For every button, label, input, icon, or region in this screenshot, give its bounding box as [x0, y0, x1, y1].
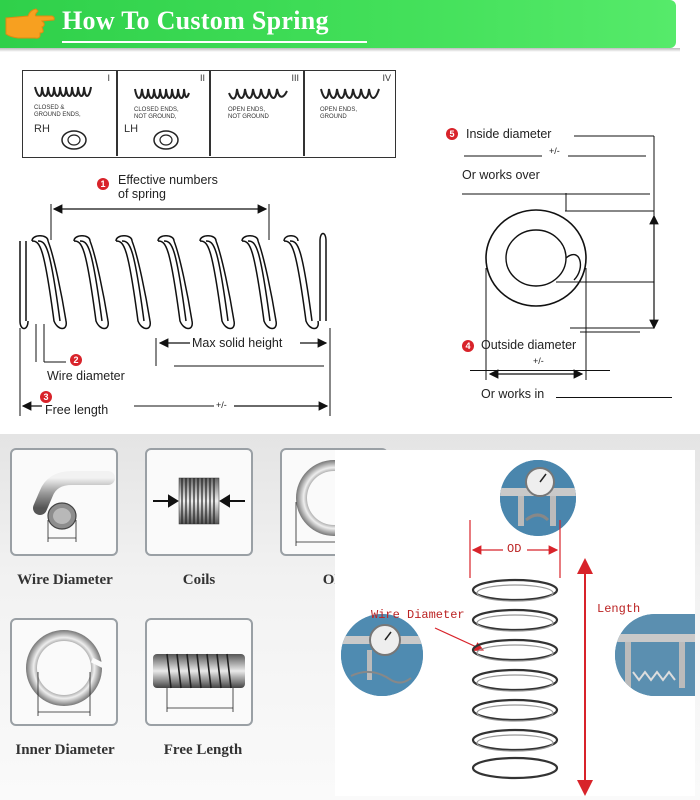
inside-diameter-label: Inside diameter [466, 127, 552, 141]
effective-numbers-label-2: of spring [118, 187, 166, 201]
marker-4: 4 [462, 340, 474, 352]
marker-5: 5 [446, 128, 458, 140]
wire-diameter-panel [10, 448, 118, 556]
ends-caption-line: NOT GROUND, [134, 114, 177, 120]
free-length-tolerance: +/- [216, 400, 227, 410]
inner-diameter-caption: Inner Diameter [15, 742, 115, 758]
free-length-caption: Free Length [163, 742, 243, 758]
title-underline [62, 41, 367, 43]
spec-diagram-area: I CLOSED & GROUND ENDS, RH II CLOSED END… [0, 58, 700, 434]
pointing-hand-icon [5, 8, 55, 39]
caliper-wire-photo [341, 614, 423, 696]
ends-cell-1: I CLOSED & GROUND ENDS, RH [23, 71, 116, 156]
ends-type-table: I CLOSED & GROUND ENDS, RH II CLOSED END… [22, 70, 396, 158]
ends-cell-2: II CLOSED ENDS, NOT GROUND, LH [117, 71, 209, 156]
ends-cell-4: IV OPEN ENDS, GROUND [305, 71, 395, 156]
ends-caption-line: CLOSED ENDS, [134, 107, 179, 113]
end-view-icon [61, 130, 87, 150]
ends-caption-line: CLOSED & [34, 105, 65, 111]
spring-end-view [462, 135, 659, 380]
measure-section: Wire Diameter Coils OD [0, 434, 700, 800]
roman-numeral: II [199, 73, 205, 83]
coils-caption: Coils [182, 572, 216, 588]
outside-diameter-label: Outside diameter [481, 338, 577, 352]
caliper-gauge-icon [615, 614, 695, 696]
effective-numbers-label: Effective numbers [118, 173, 218, 187]
end-view-icon [153, 130, 179, 150]
hand-label: RH [34, 123, 50, 135]
spring-side-view [19, 204, 331, 416]
outside-tolerance: +/- [533, 356, 544, 366]
od-measure-label: OD [505, 542, 524, 556]
inside-tolerance: +/- [549, 146, 560, 156]
inner-ring-icon [26, 630, 106, 716]
works-in-line [556, 397, 672, 398]
or-works-over-label: Or works over [462, 168, 540, 182]
free-length-panel [145, 618, 253, 726]
measure-photo-area: OD Wire Diameter Length [335, 450, 695, 796]
open-ground-coil-icon [320, 88, 380, 99]
max-solid-height-label: Max solid height [192, 336, 283, 350]
marker-2: 2 [70, 354, 82, 366]
closed-ground-coil-icon [34, 86, 92, 97]
marker-1: 1 [97, 178, 109, 190]
wire-diameter-label: Wire diameter [47, 369, 125, 383]
hand-label: LH [124, 123, 139, 135]
inner-diameter-panel [10, 618, 118, 726]
coils-panel [145, 448, 253, 556]
caliper-gauge-icon [341, 614, 423, 696]
wire-cross-section-icon [33, 471, 115, 542]
page-header: How To Custom Spring [0, 0, 700, 52]
caliper-od-photo [500, 460, 576, 536]
marker-3: 3 [40, 391, 52, 403]
ends-caption-line: GROUND ENDS, [34, 112, 81, 118]
ends-caption-line: GROUND [320, 114, 347, 120]
free-length-spring-icon [153, 653, 245, 712]
open-not-ground-coil-icon [228, 88, 288, 100]
wire-diameter-measure-label: Wire Diameter [371, 608, 465, 622]
caliper-gauge-icon [500, 460, 576, 536]
roman-numeral: I [107, 73, 110, 83]
ends-caption-line: OPEN ENDS, [228, 107, 266, 113]
ends-caption-line: OPEN ENDS, [320, 107, 358, 113]
closed-not-ground-coil-icon [134, 88, 190, 99]
length-measure-label: Length [597, 602, 641, 616]
measured-spring-drawing [434, 520, 593, 796]
ends-cell-3: III OPEN ENDS, NOT GROUND [211, 71, 303, 156]
ends-caption-line: NOT GROUND [228, 114, 269, 120]
roman-numeral: IV [382, 73, 391, 83]
header-shadow [0, 48, 680, 52]
header-bar [0, 0, 676, 48]
roman-numeral: III [291, 73, 299, 83]
tolerance-line [470, 370, 610, 371]
page-title: How To Custom Spring [62, 6, 329, 35]
caliper-length-photo [615, 614, 695, 696]
wire-diameter-caption: Wire Diameter [17, 572, 113, 588]
or-works-in-label: Or works in [481, 387, 545, 401]
compressed-coils-icon [153, 477, 245, 525]
free-length-label: Free length [45, 403, 109, 417]
